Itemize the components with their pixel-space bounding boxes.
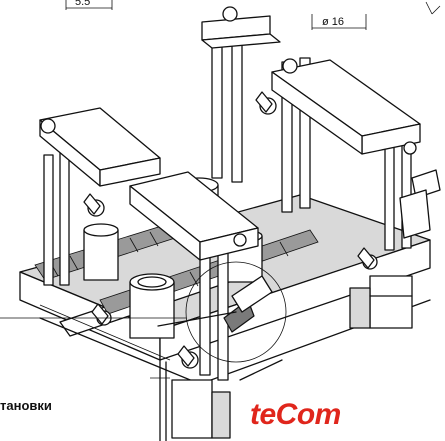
foot-block-right [349,275,413,329]
crossbeam-right [271,58,421,155]
can-4 [83,223,119,281]
crossbeam-left [39,107,161,187]
dimension-label-right: ø 16 [322,16,344,28]
can-2 [129,273,175,339]
guide-arm [399,169,441,239]
clamp-knob-2 [83,193,105,217]
front-uprights [159,359,167,441]
dimension-callout-left: 5.5 [65,0,113,10]
dimension-label-left: 5.5 [75,0,90,8]
clamp-knob-4 [177,345,199,369]
crossbeam-top-center [201,6,281,49]
clamp-knob-1 [255,91,277,115]
detail-callout [0,261,287,381]
clamp-knob-3 [357,247,378,270]
caption-text: тановки [0,398,52,413]
crossbeam-front [129,171,259,261]
foot-block-front [171,379,231,439]
brand-logo: teCom [250,398,341,431]
dimension-callout-right: ø 16 [311,14,367,30]
corner-mark [425,1,441,15]
